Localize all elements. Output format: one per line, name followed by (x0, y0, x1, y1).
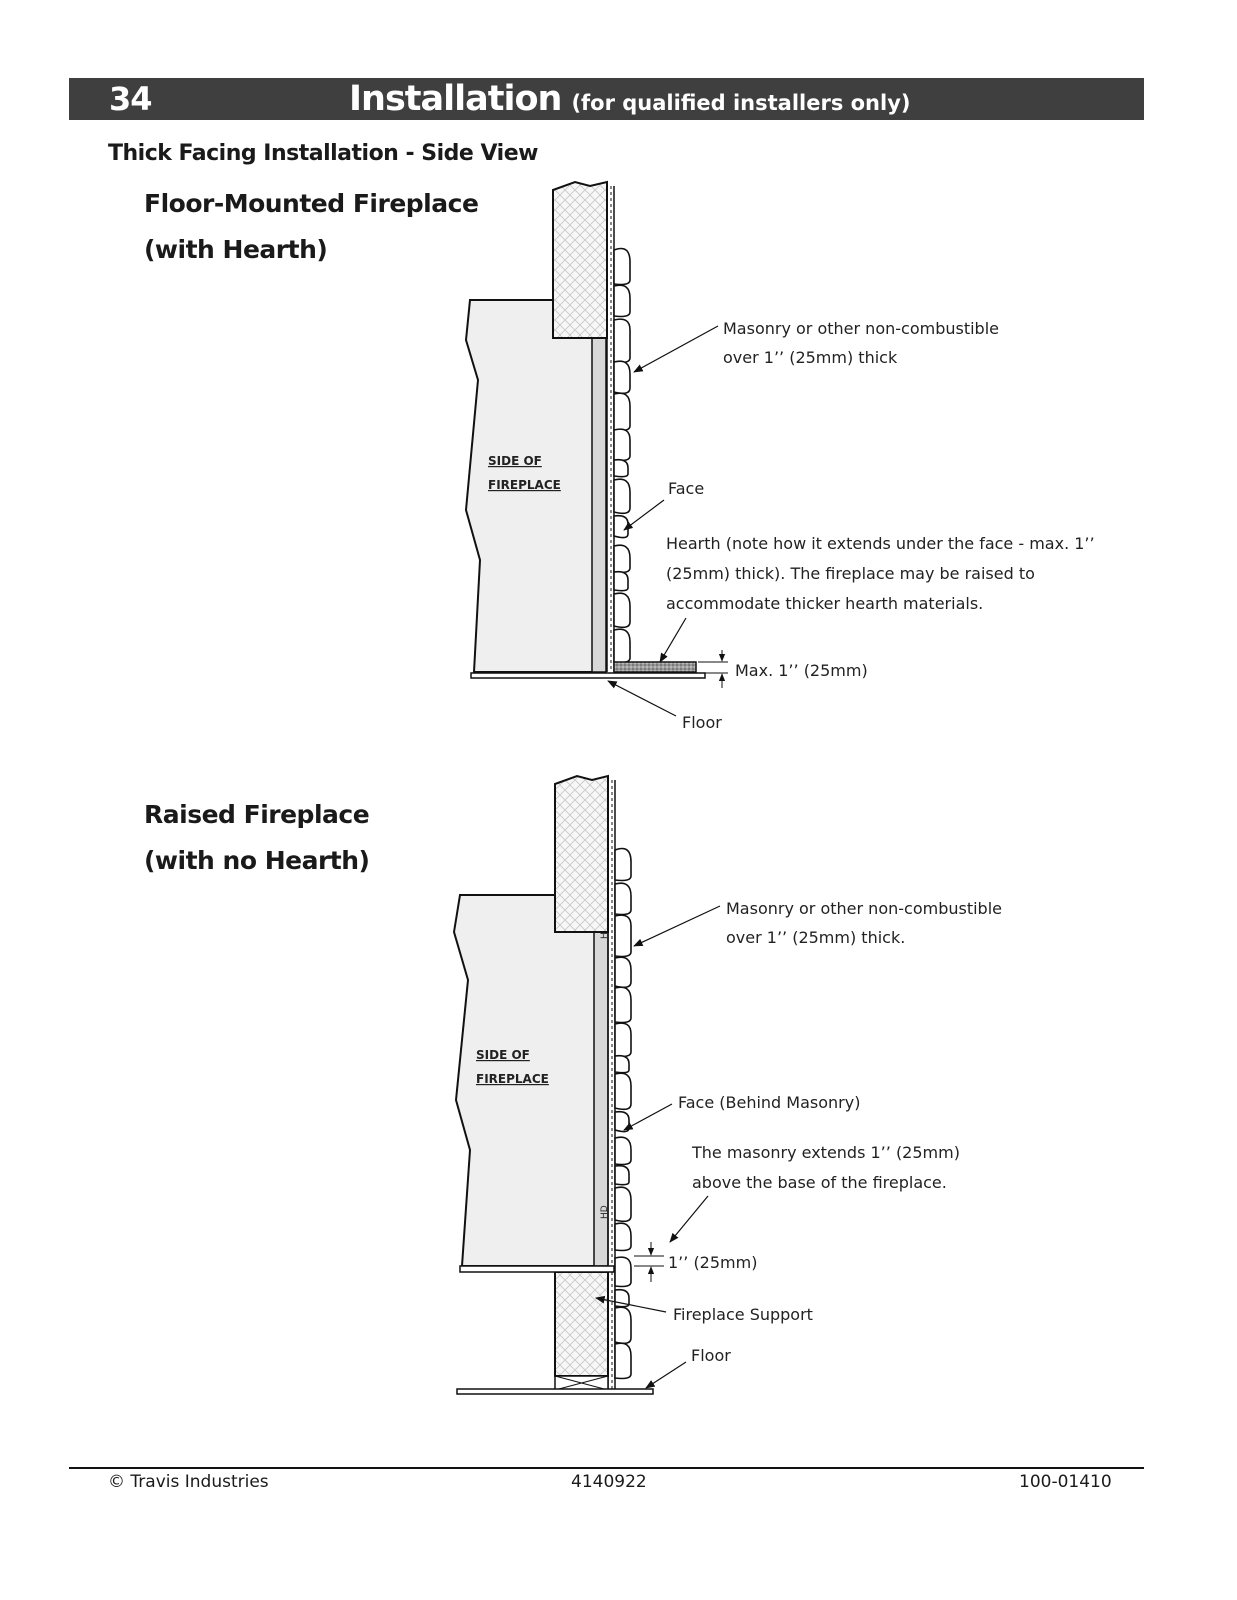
top-diagram: SIDE OF FIREPLACE Masonry or other non-c… (464, 180, 1095, 732)
bottom-wall (554, 774, 609, 933)
bottom-floor (456, 1388, 654, 1395)
bottom-diagram: HD HD (452, 774, 1002, 1395)
bottom-face-mark-bottom: HD (600, 1205, 610, 1219)
header-bar: 34 Installation (for qualified installers… (69, 78, 1144, 120)
top-side-label-line1: SIDE OF (488, 454, 542, 468)
bottom-diagram-title-line1: Raised Fireplace (144, 800, 370, 829)
page-title: Installation (for qualified installers on… (349, 78, 911, 126)
section-title: Thick Facing Installation - Side View (108, 141, 538, 166)
top-hearth (613, 661, 697, 673)
bottom-masonry-label-line1: Masonry or other non-combustible (726, 899, 1002, 918)
bottom-face-label: Face (Behind Masonry) (678, 1093, 860, 1112)
footer-doc-number: 4140922 (571, 1472, 647, 1492)
bottom-support-label: Fireplace Support (673, 1305, 813, 1324)
bottom-masonry-stones (614, 847, 632, 1380)
top-masonry-label-line1: Masonry or other non-combustible (723, 319, 999, 338)
top-diagram-title: Floor-Mounted Fireplace (with Hearth) (144, 181, 479, 273)
page-number: 34 (109, 80, 153, 118)
top-face-label: Face (668, 479, 704, 498)
bottom-side-label-line2: FIREPLACE (476, 1072, 549, 1086)
top-max-label: Max. 1’’ (25mm) (735, 661, 868, 680)
bottom-side-label-line1: SIDE OF (476, 1048, 530, 1062)
footer-part-number: 100-01410 (1019, 1472, 1112, 1492)
top-masonry-stones (613, 247, 631, 664)
bottom-dim-label: 1’’ (25mm) (668, 1253, 757, 1272)
top-hearth-label-line3: accommodate thicker hearth materials. (666, 594, 983, 613)
bottom-diagram-title: Raised Fireplace (with no Hearth) (144, 792, 370, 884)
top-face-strip (591, 329, 607, 673)
top-diagram-title-line1: Floor-Mounted Fireplace (144, 189, 479, 218)
top-floor (470, 672, 706, 679)
footer-rule (69, 1467, 1144, 1469)
top-hearth-label-line2: (25mm) thick). The fireplace may be rais… (666, 564, 1035, 583)
bottom-extends-label-line1: The masonry extends 1’’ (25mm) (691, 1143, 960, 1162)
footer-copyright: © Travis Industries (108, 1472, 269, 1492)
page-title-main: Installation (349, 79, 562, 119)
bottom-diagram-title-line2: (with no Hearth) (144, 846, 370, 875)
bottom-masonry-label-line2: over 1’’ (25mm) thick. (726, 928, 905, 947)
top-diagram-title-line2: (with Hearth) (144, 235, 328, 264)
top-floor-label: Floor (682, 713, 722, 732)
bottom-fireplace-support (554, 1271, 609, 1377)
bottom-extends-label-line2: above the base of the fireplace. (692, 1173, 947, 1192)
top-masonry-label-line2: over 1’’ (25mm) thick (723, 348, 898, 367)
top-hearth-label-line1: Hearth (note how it extends under the fa… (666, 534, 1095, 553)
bottom-floor-label: Floor (691, 1346, 731, 1365)
top-wall (552, 180, 608, 339)
top-side-label-line2: FIREPLACE (488, 478, 561, 492)
page-title-subtitle: (for qualified installers only) (571, 91, 911, 115)
